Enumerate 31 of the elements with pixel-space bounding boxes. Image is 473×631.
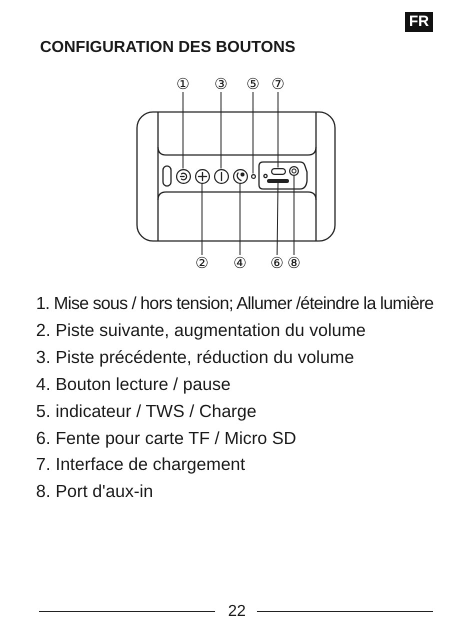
language-badge: FR [405, 12, 433, 32]
leader-line [220, 92, 222, 169]
indicator-light [250, 174, 256, 178]
minus-button [214, 168, 228, 184]
audio-jack [289, 166, 299, 176]
section-title: CONFIGURATION DES BOUTONS [40, 39, 296, 57]
list-item: 8. Port d'aux-in [36, 481, 154, 502]
callout-number: ① [175, 76, 191, 92]
callout-number: ⑥ [269, 255, 285, 271]
usb-port [270, 168, 286, 174]
list-item: 7. Interface de chargement [36, 454, 246, 476]
callout-number: ④ [232, 255, 248, 271]
leader-line [276, 182, 278, 256]
leader-line [182, 92, 184, 169]
callout-number: ⑧ [286, 255, 302, 271]
list-item: 4. Bouton lecture / pause [36, 374, 231, 395]
card-slot [267, 179, 289, 183]
list-item: 1. Mise sous / hors tension; Allumer /éteindre la lumière [36, 293, 434, 314]
plus-button [194, 168, 210, 184]
callout-number: ⑦ [270, 76, 286, 92]
list-item: 5. indicateur / TWS / Charge [36, 400, 256, 422]
callout-number: ⑤ [245, 76, 261, 92]
callout-number: ③ [213, 76, 229, 92]
leader-line [252, 92, 254, 174]
page-number: 22 [228, 603, 246, 621]
power-button [176, 168, 190, 184]
list-item: 3. Piste précédente, réduction du volume [36, 346, 354, 368]
list-item: 2. Piste suivante, augmentation du volume [36, 320, 366, 341]
callout-number: ② [194, 255, 210, 271]
list-item: 6. Fente pour carte TF / Micro SD [36, 428, 296, 448]
play-button [232, 168, 248, 184]
